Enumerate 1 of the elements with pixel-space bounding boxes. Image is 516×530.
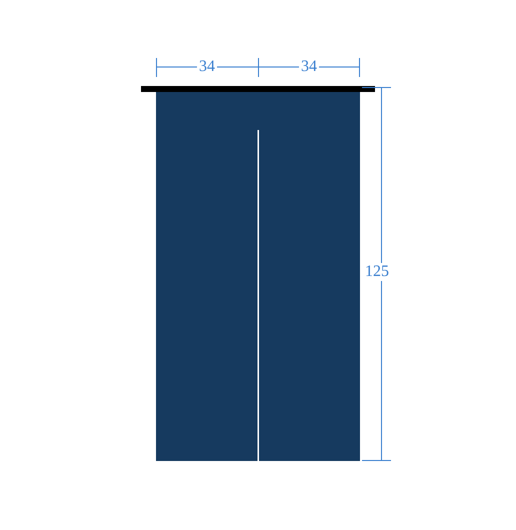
dimension-label: 125 <box>363 263 391 281</box>
